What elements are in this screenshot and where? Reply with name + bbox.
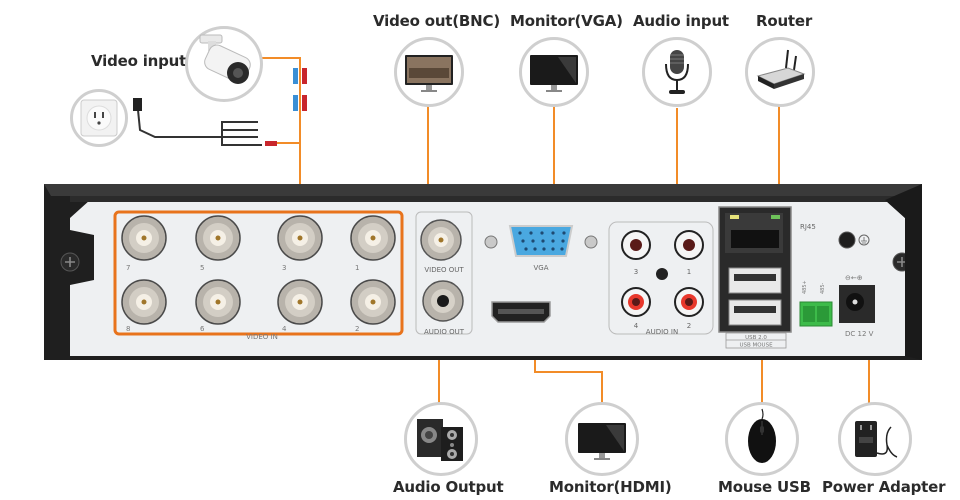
bnc-video-in-port	[277, 279, 323, 325]
audio-in-number: 2	[687, 322, 691, 330]
label-audio-input: Audio input	[633, 12, 729, 30]
label-video-out-bnc: Video out(BNC)	[373, 12, 500, 30]
video-in-label: VIDEO IN	[246, 333, 278, 341]
label-router: Router	[756, 12, 813, 30]
video-in-channel-number: 1	[355, 264, 359, 272]
video-out-label: VIDEO OUT	[424, 266, 464, 274]
wire-video-input	[262, 57, 301, 240]
vga-pin	[551, 247, 555, 251]
video-in-channel-number: 5	[200, 264, 204, 272]
router-icon	[745, 37, 815, 107]
audio-in-number: 4	[634, 322, 639, 330]
label-video-input: Video input	[91, 52, 187, 70]
video-in-channel-number: 8	[126, 325, 130, 333]
polarity-symbol: ⊖←⊕	[845, 274, 863, 282]
video-in-channel-number: 2	[355, 325, 359, 333]
audio-in-port-4	[621, 287, 651, 317]
cctv-camera-icon	[185, 26, 263, 102]
label-power-adapter: Power Adapter	[822, 478, 946, 496]
speakers-icon	[404, 402, 478, 476]
usb-port-1	[728, 267, 782, 294]
rs485-terminal	[799, 301, 833, 327]
label-monitor-hdmi: Monitor(HDMI)	[549, 478, 672, 496]
audio-out-port	[422, 280, 464, 322]
vga-pin	[518, 231, 522, 235]
vga-pin	[562, 231, 566, 235]
vga-pin	[521, 239, 525, 243]
vga-port	[484, 225, 598, 257]
label-monitor-vga: Monitor(VGA)	[510, 12, 623, 30]
hdmi-port	[491, 301, 551, 323]
bnc-video-in-port	[121, 279, 167, 325]
panel-screw	[656, 268, 668, 280]
vga-pin	[524, 247, 528, 251]
bnc-video-in-port	[350, 215, 396, 261]
rs485-label: 485+	[802, 280, 808, 294]
wall-adapter-plug	[133, 98, 142, 111]
rj45-port	[725, 213, 783, 253]
audio-in-port-2	[674, 287, 704, 317]
power-splitter-cable	[137, 109, 262, 146]
vga-pin	[531, 239, 535, 243]
audio-in-label: AUDIO IN	[646, 328, 678, 336]
microphone-icon	[642, 37, 712, 107]
vga-label: VGA	[533, 264, 548, 272]
mouse-icon	[725, 402, 799, 476]
vga-pin	[551, 231, 555, 235]
usb-mouse-label: USB MOUSE	[739, 343, 773, 349]
audio-in-port-3	[621, 230, 651, 260]
usb-label: USB 2.0	[745, 335, 767, 341]
vga-pin	[533, 247, 537, 251]
ground-screw	[838, 231, 870, 249]
bnc-video-in-port	[195, 215, 241, 261]
power-adapter-icon	[838, 402, 912, 476]
label-audio-output: Audio Output	[393, 478, 504, 496]
label-mouse-usb: Mouse USB	[718, 478, 811, 496]
power-outlet-icon	[70, 89, 128, 147]
vga-pin	[561, 239, 565, 243]
dc-label: DC 12 V	[845, 330, 874, 338]
vga-pin	[529, 231, 533, 235]
bnc-video-in-port	[195, 279, 241, 325]
rs485-label: 485-	[820, 282, 826, 294]
bnc-video-in-port	[350, 279, 396, 325]
video-in-channel-number: 3	[282, 264, 286, 272]
monitor-vga-icon	[519, 37, 589, 107]
vga-pin	[542, 247, 546, 251]
video-in-highlight-box	[113, 210, 404, 336]
monitor-hdmi-icon	[565, 402, 639, 476]
audio-in-number: 1	[687, 268, 691, 276]
vga-pin	[540, 231, 544, 235]
audio-in-number: 3	[634, 268, 638, 276]
rj45-label: RJ45	[800, 223, 816, 231]
audio-in-port-1	[674, 230, 704, 260]
vga-pin	[551, 239, 555, 243]
dc-power-jack	[839, 285, 875, 323]
vga-pin	[560, 247, 564, 251]
video-in-channel-number: 6	[200, 325, 205, 333]
camera-cable-connectors	[293, 68, 307, 111]
audio-out-label: AUDIO OUT	[424, 328, 465, 336]
bnc-video-in-port	[121, 215, 167, 261]
video-in-channel-number: 7	[126, 264, 130, 272]
tv-monitor-icon	[394, 37, 464, 107]
bnc-video-out-port	[420, 219, 462, 261]
video-in-channel-number: 4	[282, 325, 287, 333]
bnc-video-in-port	[277, 215, 323, 261]
vga-pin	[541, 239, 545, 243]
usb-port-2	[728, 299, 782, 326]
